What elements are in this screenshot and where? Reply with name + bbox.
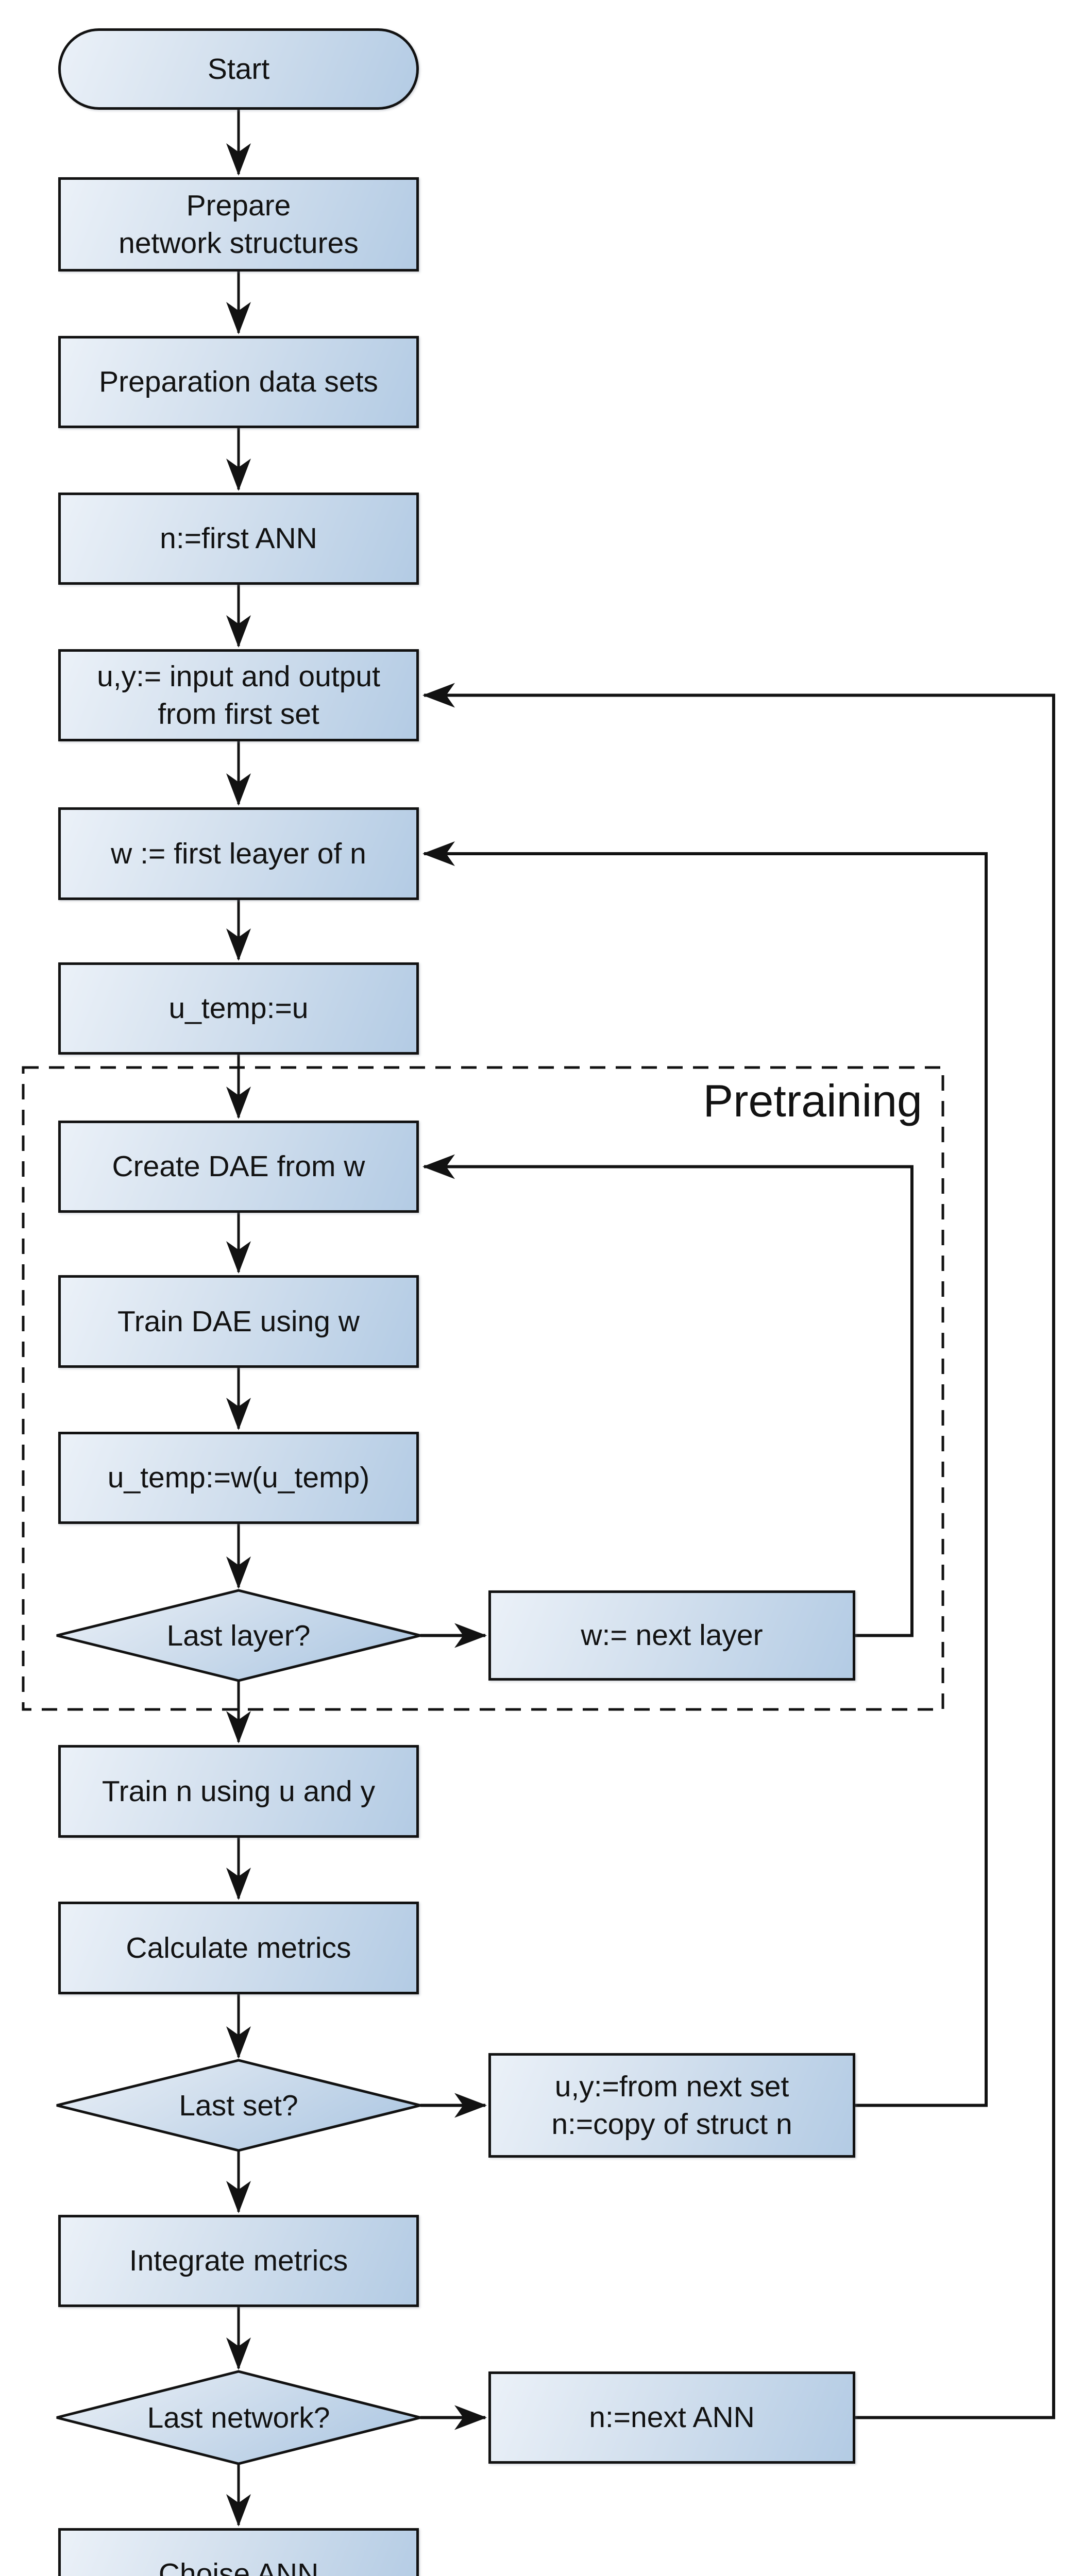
node-integrate-metrics: Integrate metrics (58, 2215, 419, 2307)
decision-last-layer-label: Last layer? (166, 1619, 311, 1652)
node-start: Start (58, 28, 419, 110)
node-uy-input-output-first-set: u,y:= input and output from first set (58, 649, 419, 741)
decision-last-set-label: Last set? (179, 2089, 298, 2122)
pretraining-label: Pretraining (703, 1075, 922, 1126)
node-calculate-metrics: Calculate metrics (58, 1902, 419, 1994)
loop-uynext-to-wfirst (422, 841, 988, 2107)
node-preparation-data-sets: Preparation data sets (58, 336, 419, 428)
node-prepare-network-structures: Prepare network structures (58, 177, 419, 272)
loop-nnext-to-uyinput (422, 683, 1055, 2419)
node-uy-from-next-set: u,y:=from next set n:=copy of struct n (488, 2053, 855, 2158)
node-utemp-assign-w-utemp: u_temp:=w(u_temp) (58, 1432, 419, 1524)
decision-last-network-shape (56, 2370, 421, 2465)
decision-last-layer-shape (56, 1589, 421, 1682)
node-w-next-layer: w:= next layer (488, 1590, 855, 1681)
decision-last-set-shape (56, 2059, 421, 2152)
loop-wnext-to-createdae (422, 1154, 913, 1637)
node-train-dae-using-w: Train DAE using w (58, 1275, 419, 1368)
node-train-n-using-u-and-y: Train n using u and y (58, 1745, 419, 1838)
decision-last-network-label: Last network? (147, 2401, 330, 2434)
node-create-dae-from-w: Create DAE from w (58, 1121, 419, 1213)
node-n-first-ann: n:=first ANN (58, 493, 419, 585)
node-utemp-assign-u: u_temp:=u (58, 962, 419, 1055)
node-n-next-ann: n:=next ANN (488, 2371, 855, 2464)
node-choise-ann: Choise ANN (58, 2528, 419, 2576)
node-w-first-layer-of-n: w := first leayer of n (58, 807, 419, 900)
pretraining-group-border (22, 1066, 944, 1711)
